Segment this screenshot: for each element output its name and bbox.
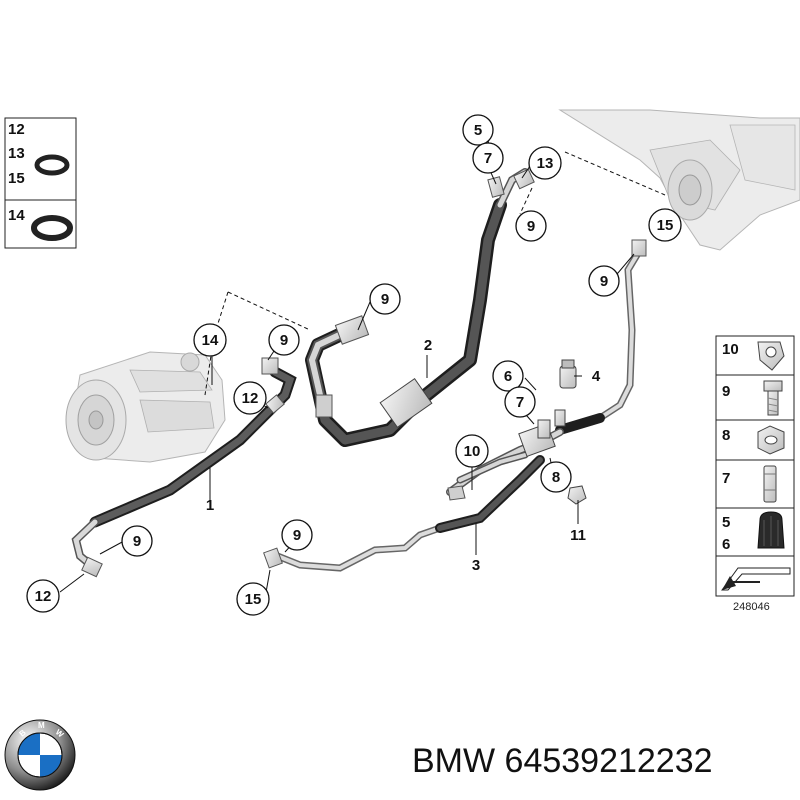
legend-8: 8 <box>722 427 730 444</box>
callout-12-top: 12 <box>242 390 259 407</box>
legend-10: 10 <box>722 341 739 358</box>
seal-box-14: 14 <box>8 207 25 224</box>
callout-15-top: 15 <box>657 217 674 234</box>
seal-box-12: 12 <box>8 121 25 138</box>
seal-box-15: 15 <box>8 170 25 187</box>
bolt-icon <box>763 380 783 416</box>
callout-7-mid: 7 <box>516 394 524 411</box>
valve-assembly <box>446 409 566 501</box>
callout-14: 14 <box>202 332 219 349</box>
dashed-leader-9-top <box>519 187 533 215</box>
callout-10: 10 <box>464 443 481 460</box>
callout-1: 1 <box>206 497 214 514</box>
callout-3: 3 <box>472 557 480 574</box>
callout-8: 8 <box>552 469 560 486</box>
seal-box-13: 13 <box>8 145 25 162</box>
callout-6: 6 <box>504 368 512 385</box>
legend-9: 9 <box>722 383 730 400</box>
evaporator-housing-illustration <box>558 109 800 251</box>
svg-text:B: B <box>18 728 28 739</box>
svg-text:M: M <box>38 721 45 730</box>
right-pipe <box>555 239 647 435</box>
legend-5: 5 <box>722 514 730 531</box>
line-1-hose <box>71 357 297 578</box>
part-11-nut <box>567 485 587 505</box>
line-2-hose <box>305 168 535 447</box>
seal-ring-box: 12 13 15 14 <box>4 117 77 249</box>
brand-part-number-caption: BMW 64539212232 <box>412 742 713 780</box>
callout-9-right: 9 <box>600 273 608 290</box>
cap-icon <box>757 511 785 549</box>
callout-9-top: 9 <box>527 218 535 235</box>
line-3-pipe <box>263 455 545 572</box>
clip-icon <box>757 341 785 371</box>
callout-13: 13 <box>537 155 554 172</box>
callout-2: 2 <box>424 337 432 354</box>
callout-9-lower-mid: 9 <box>293 527 301 544</box>
o-ring-small-icon <box>34 154 70 176</box>
reference-number: 248046 <box>733 601 770 613</box>
o-ring-large-icon <box>31 215 73 241</box>
valve-core-icon <box>763 465 777 503</box>
callout-7-top: 7 <box>484 150 492 167</box>
callout-12-bottom: 12 <box>35 588 52 605</box>
bmw-logo: B M W <box>4 719 76 791</box>
callout-9-mid: 9 <box>381 291 389 308</box>
callout-4: 4 <box>592 368 601 385</box>
legend-7: 7 <box>722 470 730 487</box>
callout-5: 5 <box>474 122 482 139</box>
direction-arrow-icon <box>721 567 791 591</box>
callout-9-left: 9 <box>280 332 288 349</box>
callout-9-lower-left: 9 <box>133 533 141 550</box>
callout-15-bottom: 15 <box>245 591 262 608</box>
compressor-illustration <box>65 351 226 463</box>
legend-6: 6 <box>722 536 730 553</box>
svg-text:W: W <box>54 728 66 740</box>
hardware-legend: 10 9 8 7 5 6 <box>715 335 795 613</box>
callout-circles <box>26 114 682 616</box>
nut-icon <box>757 425 785 455</box>
callout-11: 11 <box>570 527 586 544</box>
dashed-leader-14 <box>213 291 311 337</box>
part-4-valve <box>559 359 577 389</box>
leader-lines <box>59 139 673 599</box>
